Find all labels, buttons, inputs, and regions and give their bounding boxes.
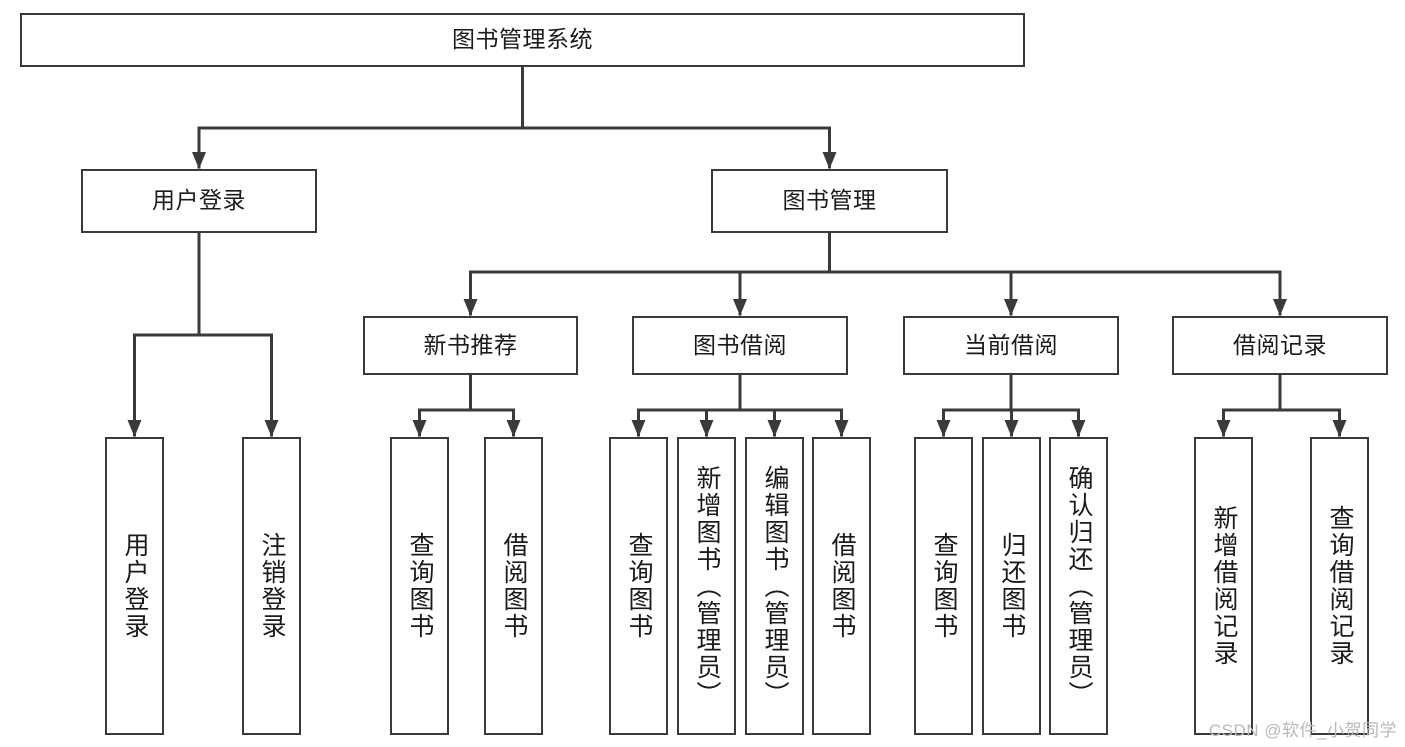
arrowhead-icon xyxy=(1273,299,1287,316)
node-leaf-logout[interactable]: 注销登录 xyxy=(242,437,301,735)
node-label: 查询图书 xyxy=(625,532,653,640)
node-label: 借阅记录 xyxy=(1233,331,1327,358)
node-leaf-query-record[interactable]: 查询借阅记录 xyxy=(1310,437,1369,735)
arrowhead-icon xyxy=(834,420,849,437)
node-leaf-query-book-2[interactable]: 查询图书 xyxy=(609,437,668,735)
arrowhead-icon xyxy=(936,420,951,437)
arrowhead-icon xyxy=(1216,420,1231,437)
arrowhead-icon xyxy=(192,152,206,169)
arrowhead-icon xyxy=(767,420,782,437)
node-book-borrow[interactable]: 图书借阅 xyxy=(632,316,848,375)
arrowhead-icon xyxy=(631,420,646,437)
node-leaf-add-record[interactable]: 新增借阅记录 xyxy=(1194,437,1253,735)
arrowhead-icon xyxy=(412,420,427,437)
node-label: 用户登录 xyxy=(121,532,149,640)
arrowhead-icon xyxy=(699,420,714,437)
node-new-book-rec[interactable]: 新书推荐 xyxy=(363,316,578,375)
node-label: 归还图书 xyxy=(998,532,1026,640)
node-label: 借阅图书 xyxy=(828,532,856,640)
arrowhead-icon xyxy=(1004,299,1018,316)
node-user-login[interactable]: 用户登录 xyxy=(81,169,317,233)
node-label: 编辑图书（管理员） xyxy=(761,464,789,708)
node-label: 借阅图书 xyxy=(500,532,528,640)
arrowhead-icon xyxy=(822,152,837,169)
node-label: 当前借阅 xyxy=(964,331,1058,358)
node-label: 注销登录 xyxy=(258,532,286,640)
node-label: 图书管理 xyxy=(782,187,877,214)
node-label: 查询图书 xyxy=(406,532,434,640)
node-label: 用户登录 xyxy=(152,187,246,214)
node-borrow-record[interactable]: 借阅记录 xyxy=(1172,316,1388,375)
arrowhead-icon xyxy=(1071,420,1086,437)
node-leaf-query-book-3[interactable]: 查询图书 xyxy=(914,437,973,735)
arrowhead-icon xyxy=(127,420,142,437)
arrowhead-icon xyxy=(506,420,521,437)
arrowhead-icon xyxy=(1332,420,1347,437)
node-label: 图书管理系统 xyxy=(452,26,593,53)
node-label: 确认归还（管理员） xyxy=(1065,464,1093,708)
node-leaf-confirm-return[interactable]: 确认归还（管理员） xyxy=(1049,437,1108,735)
node-leaf-borrow-book-1[interactable]: 借阅图书 xyxy=(484,437,543,735)
node-label: 查询借阅记录 xyxy=(1326,505,1354,667)
arrowhead-icon xyxy=(1004,420,1019,437)
node-label: 图书借阅 xyxy=(693,331,787,358)
node-leaf-user-login[interactable]: 用户登录 xyxy=(105,437,164,735)
node-label: 新增借阅记录 xyxy=(1210,505,1238,667)
watermark-label: CSDN @软件_小贺同学 xyxy=(1208,721,1397,740)
node-current-borrow[interactable]: 当前借阅 xyxy=(903,316,1119,375)
arrowhead-icon xyxy=(463,299,478,316)
arrowhead-icon xyxy=(264,420,279,437)
node-leaf-query-book-1[interactable]: 查询图书 xyxy=(390,437,449,735)
node-leaf-borrow-book-2[interactable]: 借阅图书 xyxy=(812,437,871,735)
node-leaf-edit-book[interactable]: 编辑图书（管理员） xyxy=(745,437,804,735)
node-leaf-add-book[interactable]: 新增图书（管理员） xyxy=(677,437,736,735)
node-book-manage[interactable]: 图书管理 xyxy=(711,169,948,233)
node-label: 查询图书 xyxy=(930,532,958,640)
node-label: 新书推荐 xyxy=(423,331,518,358)
node-label: 新增图书（管理员） xyxy=(693,464,721,708)
node-leaf-return-book[interactable]: 归还图书 xyxy=(982,437,1041,735)
node-root[interactable]: 图书管理系统 xyxy=(20,13,1025,67)
arrowhead-icon xyxy=(733,299,747,316)
